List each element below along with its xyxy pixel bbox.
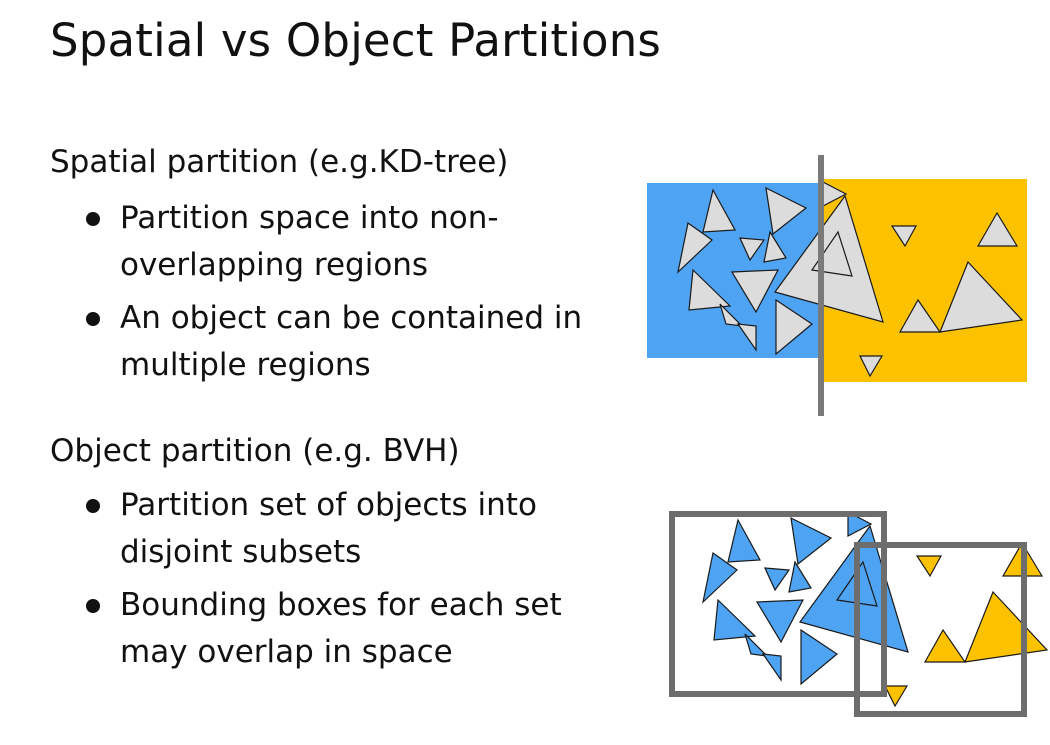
object-partition-bullets: Partition set of objects into disjoint s… [84, 482, 624, 682]
bullet-text: Bounding boxes for each set may overlap … [120, 587, 562, 670]
triangle-shape [898, 298, 942, 333]
triangle-shape [719, 303, 744, 327]
triangle-shape [884, 685, 909, 708]
triangle-shape [923, 628, 967, 663]
triangle-shape [677, 221, 713, 274]
triangle-shape [764, 567, 791, 592]
triangle-shape [702, 551, 738, 604]
triangle-shape [688, 268, 732, 311]
bounding-box-right [854, 542, 1027, 717]
triangle-group [702, 511, 1049, 708]
triangle-shape [939, 260, 1024, 333]
spatial-partition-heading: Spatial partition (e.g.KD-tree) [50, 144, 509, 180]
bullet-dot-icon [86, 499, 100, 513]
triangle-shape [800, 628, 839, 686]
triangle-shape [702, 188, 736, 233]
bullet-dot-icon [86, 312, 100, 326]
triangle-shape [915, 555, 943, 578]
triangle-shape [763, 230, 787, 263]
triangle-shape [847, 511, 873, 537]
triangle-shape [775, 298, 814, 356]
triangle-shape [755, 599, 805, 644]
triangle-shape [730, 269, 780, 314]
bullet-item: Partition space into non-overlapping reg… [84, 195, 624, 289]
triangle-shape [788, 560, 812, 593]
bullet-item: An object can be contained in multiple r… [84, 295, 624, 389]
bullet-item: Partition set of objects into disjoint s… [84, 482, 624, 576]
triangle-shape [890, 225, 918, 248]
bounding-box-left [669, 511, 887, 697]
triangle-shape [761, 653, 782, 682]
triangle-shape [713, 598, 757, 641]
triangle-shape [976, 211, 1019, 247]
bullet-text: Partition space into non-overlapping reg… [120, 200, 499, 283]
triangle-shape [744, 633, 769, 657]
triangle-shape [739, 237, 766, 262]
triangle-shape [790, 516, 833, 566]
triangle-shape [727, 518, 761, 563]
triangle-shape [736, 323, 757, 352]
bullet-text: An object can be contained in multiple r… [120, 300, 583, 383]
triangle-shape [765, 186, 808, 236]
bullet-dot-icon [86, 599, 100, 613]
bullet-dot-icon [86, 212, 100, 226]
bullet-item: Bounding boxes for each set may overlap … [84, 582, 624, 676]
slide-title: Spatial vs Object Partitions [50, 14, 662, 67]
spatial-partition-bullets: Partition space into non-overlapping reg… [84, 195, 624, 395]
bullet-text: Partition set of objects into disjoint s… [120, 487, 537, 570]
object-partition-heading: Object partition (e.g. BVH) [50, 433, 460, 469]
triangle-shape [859, 355, 884, 378]
triangle-shape [964, 590, 1049, 663]
